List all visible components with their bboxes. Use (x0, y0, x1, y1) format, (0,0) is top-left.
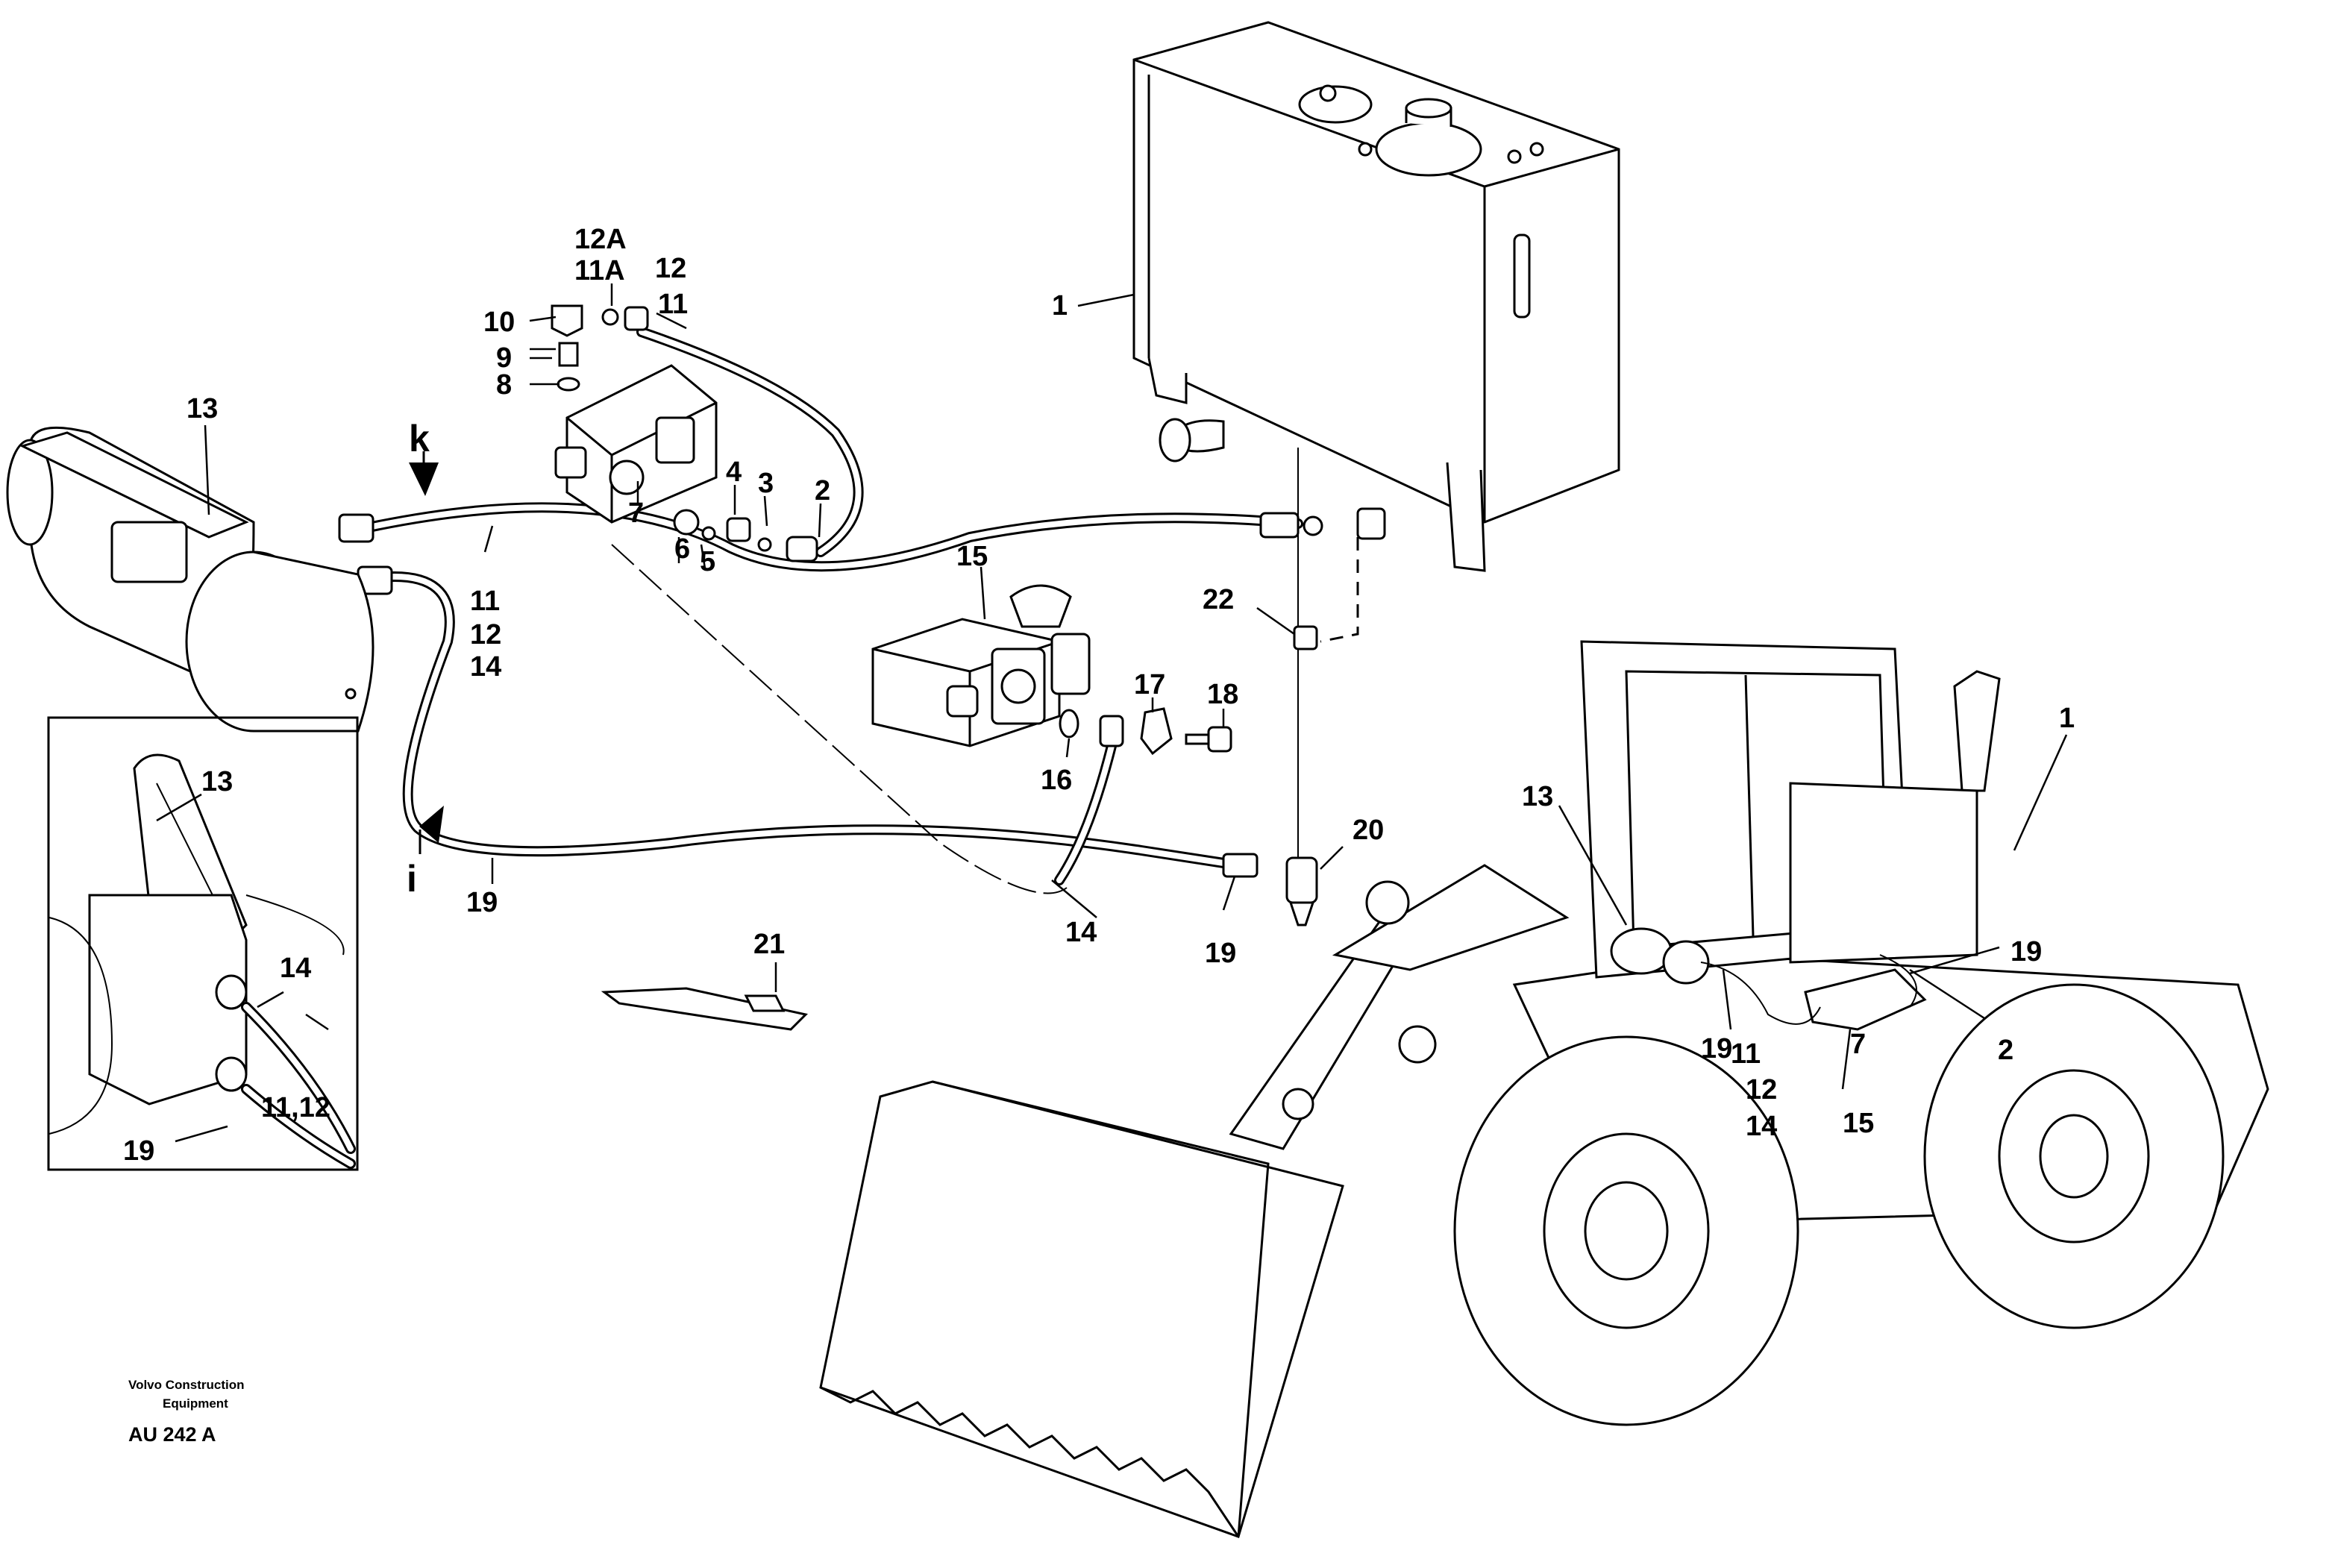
callout-7-machine: 7 (1850, 1029, 1866, 1060)
callout-11-top: 11 (658, 289, 688, 320)
brake-valve-assembly (6, 426, 374, 733)
callout-10: 10 (483, 307, 515, 338)
callout-18: 18 (1207, 679, 1238, 710)
callout-20: 20 (1353, 815, 1384, 846)
callout-11-mid: 11 (470, 586, 500, 617)
pump-assembly-top (551, 304, 818, 562)
callout-14-hose: 14 (1065, 917, 1097, 948)
callout-15-machine: 15 (1843, 1108, 1874, 1139)
callout-7: 7 (628, 498, 644, 529)
callout-19-mid: 19 (466, 887, 498, 918)
hose-fittings (338, 507, 1386, 878)
hose-lines (353, 327, 1359, 894)
view-arrow-k-label: k (409, 418, 430, 460)
callout-22: 22 (1203, 584, 1234, 615)
hydraulic-tank (1132, 21, 1620, 572)
view-arrow-k-icon (409, 462, 439, 496)
callout-13-top: 13 (187, 393, 218, 424)
callout-12-machine: 12 (1746, 1074, 1777, 1106)
callout-19-inset: 19 (123, 1135, 154, 1167)
callout-9: 9 (496, 342, 512, 374)
callout-12-mid: 12 (470, 619, 501, 650)
callout-2: 2 (815, 475, 830, 507)
leader-lines (156, 283, 2068, 1143)
callout-6: 6 (674, 533, 690, 565)
callout-labels: 1 1 2 2 3 4 5 6 7 7 8 9 10 11 11 11 11,1… (123, 224, 2075, 1167)
callout-11-machine: 11 (1731, 1038, 1761, 1070)
callout-4: 4 (726, 457, 742, 488)
callout-8: 8 (496, 369, 512, 401)
callout-2-machine: 2 (1998, 1035, 2013, 1066)
wheel-loader (819, 640, 2269, 1538)
callout-1-machine: 1 (2059, 703, 2075, 734)
view-arrow-i-icon (419, 806, 444, 843)
callout-19-hose: 19 (1205, 938, 1236, 969)
part-21-clip (601, 987, 809, 1031)
callout-17: 17 (1134, 669, 1165, 700)
view-arrow-i-label: i (407, 858, 417, 900)
callout-5: 5 (700, 546, 715, 577)
callout-11-12-inset: 11,12 (261, 1092, 330, 1123)
callout-13-inset: 13 (201, 766, 233, 797)
maker-line-1: Volvo Construction (128, 1378, 245, 1392)
pump-assembly-center (871, 584, 1232, 756)
valve-assembly (1285, 856, 1318, 926)
callout-19-machine-left: 19 (1701, 1033, 1732, 1064)
callout-12-top: 12 (655, 253, 686, 284)
maker-line-2: Equipment (163, 1396, 228, 1411)
drawing-code: AU 242 A (128, 1423, 216, 1446)
view-arrows: k i (407, 418, 444, 900)
callout-11a: 11A (574, 255, 625, 286)
callout-16: 16 (1041, 765, 1072, 796)
callout-14-mid: 14 (470, 651, 501, 683)
footer: Volvo Construction Equipment AU 242 A (128, 1378, 245, 1446)
inset-detail (47, 716, 359, 1171)
callout-14-machine: 14 (1746, 1111, 1777, 1142)
callout-12a: 12A (574, 224, 627, 255)
callout-19-machine-right: 19 (2010, 936, 2042, 968)
callout-14-inset: 14 (280, 953, 311, 984)
callout-21: 21 (753, 929, 785, 960)
callout-1-tank: 1 (1052, 290, 1068, 322)
callout-3: 3 (758, 468, 774, 499)
callout-13-machine: 13 (1522, 781, 1553, 812)
callout-15: 15 (956, 541, 988, 572)
